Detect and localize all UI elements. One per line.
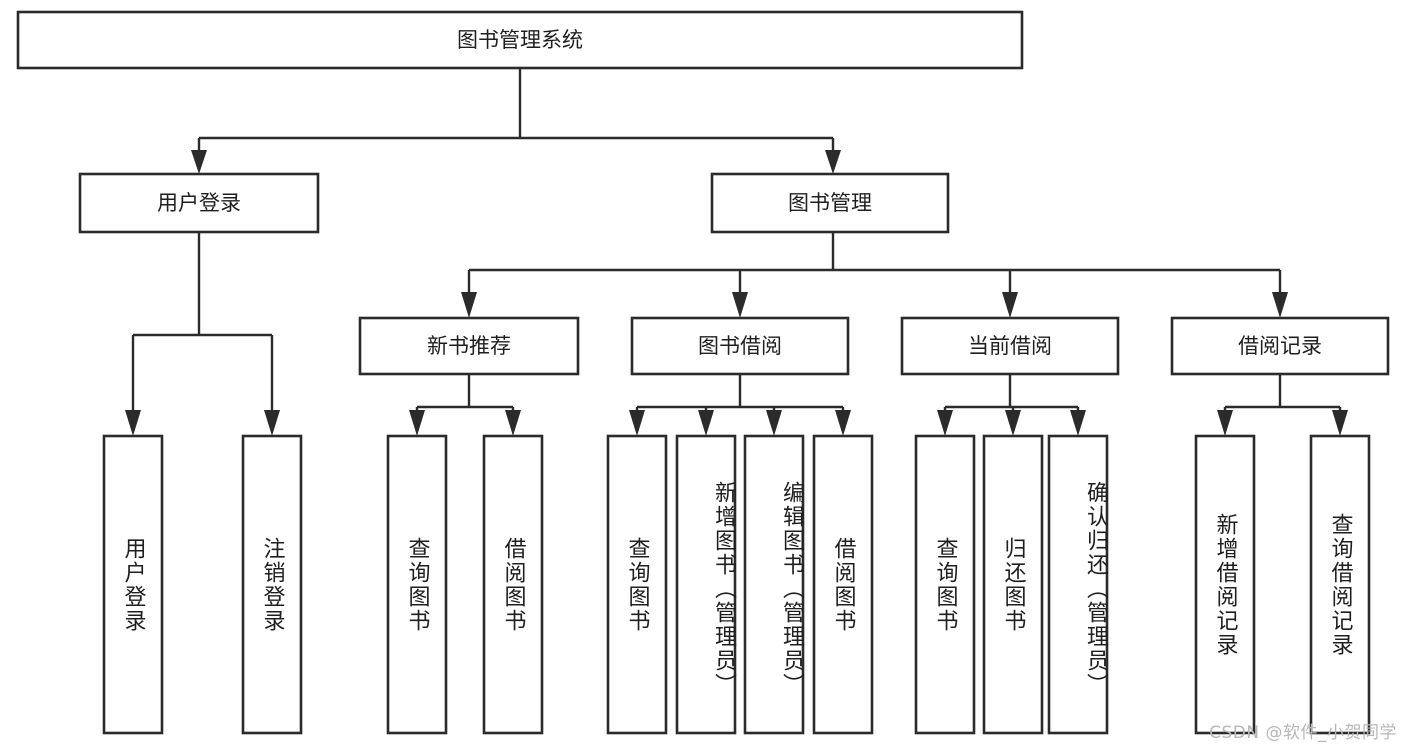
connector-user-login-to-leaves <box>125 232 280 436</box>
node-borrow-record-label: 借阅记录 <box>1238 334 1322 358</box>
arrowhead-leaf-borrow-book-1 <box>505 410 521 436</box>
node-new-book-rec[interactable]: 新书推荐 <box>358 316 580 376</box>
node-new-book-rec-label: 新书推荐 <box>427 334 511 358</box>
node-book-borrow[interactable]: 图书借阅 <box>630 316 850 376</box>
node-book-manage[interactable]: 图书管理 <box>710 172 950 234</box>
arrowhead-leaf-add-record <box>1217 410 1233 436</box>
leaf-box-edit-book[interactable] <box>743 434 805 735</box>
arrowhead-leaf-return-book <box>1005 410 1021 436</box>
arrowhead-leaf-user-login <box>125 410 141 436</box>
leaf-box-query-book-1[interactable] <box>386 434 448 735</box>
arrowhead-new-book-rec <box>461 292 477 318</box>
arrowhead-leaf-query-book-2 <box>629 410 645 436</box>
arrowhead-leaf-borrow-book-2 <box>835 410 851 436</box>
leaf-box-query-record[interactable] <box>1309 434 1371 735</box>
node-user-login[interactable]: 用户登录 <box>78 172 320 234</box>
csdn-watermark: CSDN @软件_小贺同学 <box>1209 723 1397 743</box>
node-root[interactable]: 图书管理系统 <box>16 10 1024 70</box>
node-new-book-rec-box[interactable] <box>358 316 580 376</box>
leaf-box-confirm-return[interactable] <box>1047 434 1109 735</box>
leaf-box-add-record[interactable] <box>1194 434 1256 735</box>
connector-book-manage-to-level2 <box>461 232 1288 318</box>
connector-current-borrow-to-leaves <box>937 374 1086 436</box>
leaf-box-add-book[interactable] <box>675 434 737 735</box>
arrowhead-book-borrow <box>732 292 748 318</box>
leaf-box-query-book-3[interactable] <box>914 434 976 735</box>
node-root-label: 图书管理系统 <box>457 28 583 52</box>
leaf-box-borrow-book-1[interactable] <box>482 434 544 735</box>
arrowhead-leaf-edit-book <box>766 410 782 436</box>
node-current-borrow-box[interactable] <box>900 316 1120 376</box>
connector-borrow-record-to-leaves <box>1217 374 1348 436</box>
node-book-borrow-label: 图书借阅 <box>698 334 782 358</box>
arrowhead-user-login <box>191 150 207 174</box>
node-user-login-box[interactable] <box>78 172 320 234</box>
arrowhead-leaf-query-book-3 <box>937 410 953 436</box>
node-user-login-label: 用户登录 <box>157 191 241 215</box>
node-borrow-record[interactable]: 借阅记录 <box>1170 316 1390 376</box>
arrowhead-leaf-query-book-1 <box>409 410 425 436</box>
node-book-manage-label: 图书管理 <box>788 191 872 215</box>
leaf-box-borrow-book-2[interactable] <box>812 434 874 735</box>
node-current-borrow-label: 当前借阅 <box>968 334 1052 358</box>
node-book-manage-box[interactable] <box>710 172 950 234</box>
leaf-box-query-book-2[interactable] <box>606 434 668 735</box>
arrowhead-leaf-logout <box>264 410 280 436</box>
node-book-borrow-box[interactable] <box>630 316 850 376</box>
arrowhead-current-borrow <box>1002 292 1018 318</box>
node-current-borrow[interactable]: 当前借阅 <box>900 316 1120 376</box>
arrowhead-leaf-add-book <box>698 410 714 436</box>
node-borrow-record-box[interactable] <box>1170 316 1390 376</box>
connector-book-borrow-to-leaves <box>629 374 851 436</box>
connector-new-book-rec-to-leaves <box>409 374 521 436</box>
leaf-box-logout[interactable] <box>241 434 303 735</box>
connector-root-to-level1 <box>191 68 841 174</box>
arrowhead-book-manage <box>825 150 841 174</box>
arrowhead-borrow-record <box>1272 292 1288 318</box>
leaf-box-return-book[interactable] <box>982 434 1044 735</box>
node-root-box[interactable] <box>16 10 1024 70</box>
arrowhead-leaf-confirm-return <box>1070 410 1086 436</box>
arrowhead-leaf-query-record <box>1332 410 1348 436</box>
leaf-box-user-login[interactable] <box>102 434 164 735</box>
